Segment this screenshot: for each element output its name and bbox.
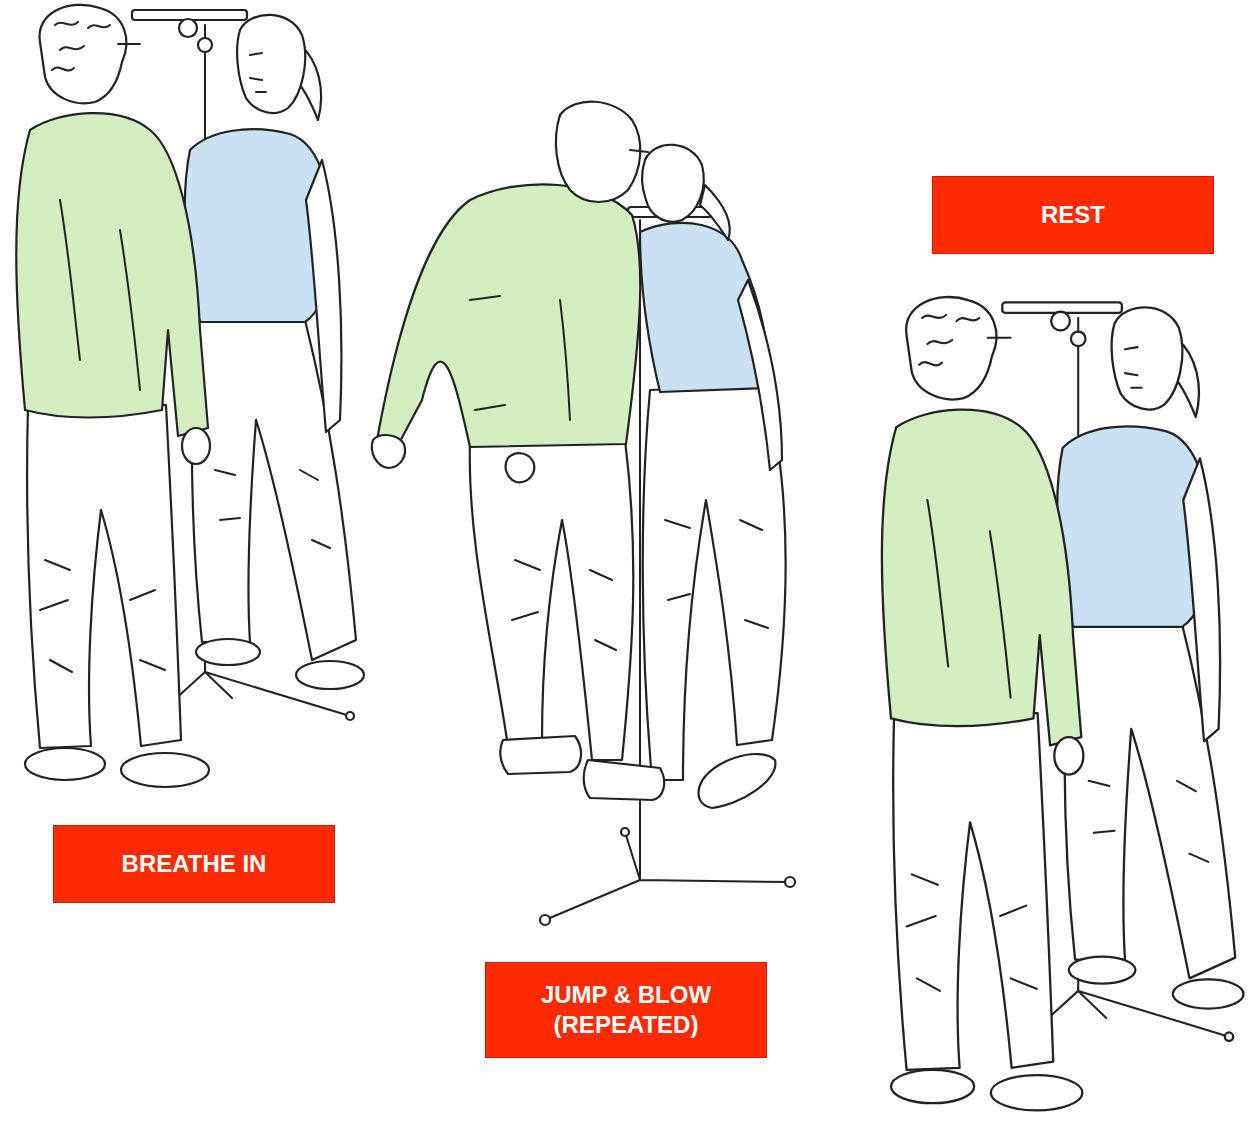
pants [470, 440, 634, 760]
shoe [584, 760, 664, 800]
jumping-pair [372, 102, 795, 925]
head [556, 102, 640, 202]
shoe [699, 754, 776, 808]
ponytail [700, 185, 730, 240]
man-figure [372, 102, 664, 800]
stand-legs [545, 832, 790, 920]
stand-foot [621, 828, 629, 836]
green-shirt [377, 184, 640, 447]
shirt-folds [470, 296, 570, 420]
head [642, 145, 704, 222]
step-label: REST [1041, 200, 1105, 230]
pants [643, 385, 786, 780]
rest-figures [882, 297, 1244, 1110]
step-label: BREATHE IN [122, 849, 267, 879]
step-label-box: BREATHE IN [53, 825, 335, 903]
pant-folds [665, 520, 768, 628]
step-label-box: REST [932, 176, 1214, 254]
shoe [500, 736, 581, 774]
glasses [630, 150, 648, 152]
pant-folds [512, 560, 616, 650]
breathe-in-figures [16, 5, 364, 787]
stand-foot [785, 877, 795, 887]
step-label-box: JUMP & BLOW (REPEATED) [485, 962, 767, 1058]
step-label: JUMP & BLOW (REPEATED) [501, 980, 751, 1040]
fist [506, 453, 535, 482]
arm [738, 280, 782, 470]
woman-figure [640, 145, 786, 808]
fist [372, 435, 405, 468]
stand-foot [540, 915, 550, 925]
